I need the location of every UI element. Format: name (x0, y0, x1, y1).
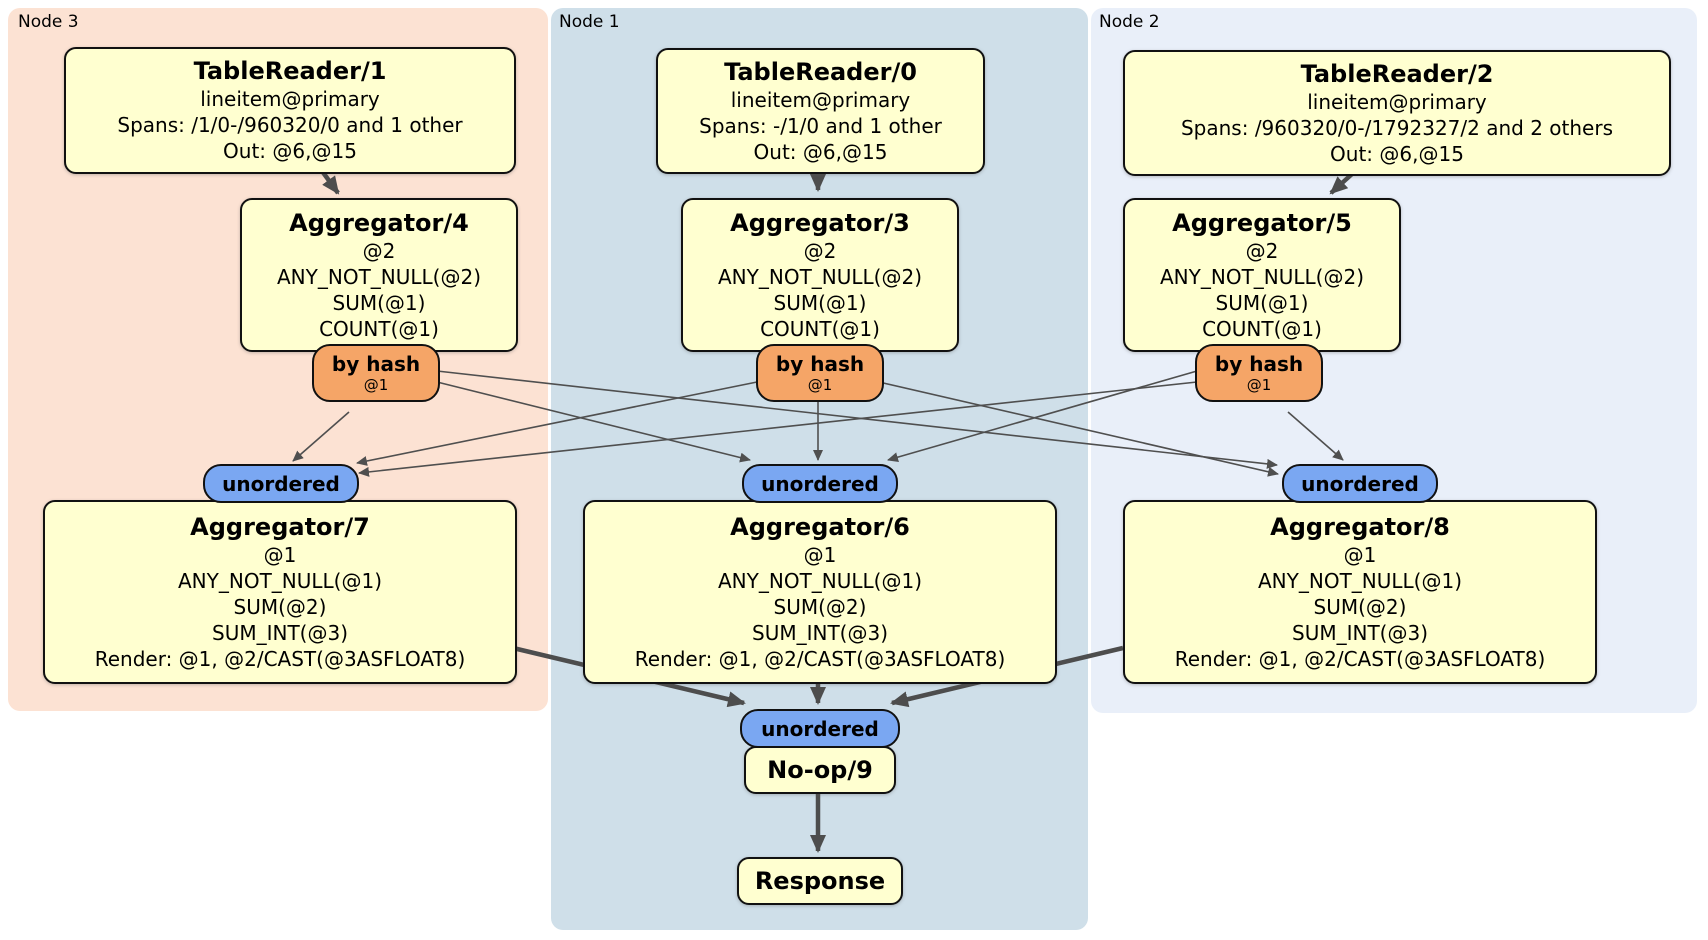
router-label: by hash (775, 352, 865, 376)
agg-group-cols: @1 (1343, 542, 1377, 567)
agg-group-cols: @2 (1245, 238, 1279, 263)
processor-title: Aggregator/6 (730, 512, 910, 541)
agg-fn: SUM_INT(@3) (1292, 620, 1428, 645)
agg-render: Render: @1, @2/CAST(@3ASFLOAT8) (634, 646, 1006, 671)
processor-index: lineitem@primary (1307, 89, 1487, 114)
by-hash-router-5: by hash @1 (1195, 344, 1323, 402)
by-hash-router-3: by hash @1 (756, 344, 884, 402)
processor-title: Aggregator/5 (1172, 208, 1352, 237)
node3-label: Node 3 (18, 12, 79, 32)
unordered-sync-final: unordered (740, 709, 900, 748)
agg-fn: ANY_NOT_NULL(@1) (718, 568, 922, 593)
router-detail: @1 (1246, 376, 1272, 394)
noop-9-box: No-op/9 (744, 746, 896, 794)
processor-title: Aggregator/8 (1270, 512, 1450, 541)
aggregator-8-box: Aggregator/8 @1 ANY_NOT_NULL(@1) SUM(@2)… (1123, 500, 1597, 684)
processor-title: Aggregator/3 (730, 208, 910, 237)
sync-label: unordered (222, 471, 340, 496)
response-box: Response (737, 857, 903, 905)
tablereader-0-box: TableReader/0 lineitem@primary Spans: -/… (656, 48, 985, 174)
processor-out: Out: @6,@15 (1330, 141, 1464, 166)
agg-fn: ANY_NOT_NULL(@2) (718, 264, 922, 289)
router-label: by hash (331, 352, 421, 376)
agg-fn: ANY_NOT_NULL(@1) (178, 568, 382, 593)
aggregator-5-box: Aggregator/5 @2 ANY_NOT_NULL(@2) SUM(@1)… (1123, 198, 1401, 352)
tablereader-1-box: TableReader/1 lineitem@primary Spans: /1… (64, 47, 516, 174)
processor-title: TableReader/0 (724, 57, 917, 86)
aggregator-7-box: Aggregator/7 @1 ANY_NOT_NULL(@1) SUM(@2)… (43, 500, 517, 684)
agg-fn: SUM(@2) (1313, 594, 1407, 619)
unordered-sync-6: unordered (742, 464, 898, 503)
by-hash-router-4: by hash @1 (312, 344, 440, 402)
processor-spans: Spans: /960320/0-/1792327/2 and 2 others (1180, 115, 1613, 140)
agg-fn: SUM_INT(@3) (752, 620, 888, 645)
node1-label: Node 1 (559, 12, 620, 32)
agg-fn: ANY_NOT_NULL(@2) (1160, 264, 1364, 289)
processor-title: No-op/9 (767, 755, 873, 784)
agg-group-cols: @2 (362, 238, 396, 263)
aggregator-6-box: Aggregator/6 @1 ANY_NOT_NULL(@1) SUM(@2)… (583, 500, 1057, 684)
processor-out: Out: @6,@15 (223, 139, 357, 163)
agg-render: Render: @1, @2/CAST(@3ASFLOAT8) (94, 646, 466, 671)
agg-render: Render: @1, @2/CAST(@3ASFLOAT8) (1174, 646, 1546, 671)
tablereader-2-box: TableReader/2 lineitem@primary Spans: /9… (1123, 50, 1671, 176)
processor-out: Out: @6,@15 (753, 139, 888, 164)
agg-fn: COUNT(@1) (760, 316, 880, 341)
agg-fn: SUM_INT(@3) (212, 620, 348, 645)
agg-fn: SUM(@1) (332, 290, 426, 315)
processor-title: TableReader/2 (1300, 59, 1494, 88)
processor-spans: Spans: /1/0-/960320/0 and 1 other (117, 113, 463, 137)
agg-group-cols: @1 (263, 542, 297, 567)
agg-group-cols: @2 (803, 238, 837, 263)
router-detail: @1 (363, 376, 389, 394)
unordered-sync-8: unordered (1282, 464, 1438, 503)
processor-index: lineitem@primary (200, 87, 380, 111)
sync-label: unordered (761, 716, 879, 741)
processor-title: TableReader/1 (193, 57, 387, 85)
agg-fn: ANY_NOT_NULL(@1) (1258, 568, 1462, 593)
aggregator-3-box: Aggregator/3 @2 ANY_NOT_NULL(@2) SUM(@1)… (681, 198, 959, 352)
aggregator-4-box: Aggregator/4 @2 ANY_NOT_NULL(@2) SUM(@1)… (240, 198, 518, 352)
agg-fn: SUM(@1) (773, 290, 867, 315)
agg-fn: SUM(@2) (233, 594, 327, 619)
processor-title: Aggregator/4 (289, 208, 469, 237)
unordered-sync-7: unordered (203, 464, 359, 503)
router-label: by hash (1214, 352, 1304, 376)
node2-label: Node 2 (1099, 12, 1160, 32)
sync-label: unordered (761, 471, 879, 496)
sync-label: unordered (1301, 471, 1419, 496)
processor-title: Aggregator/7 (190, 512, 370, 541)
agg-fn: ANY_NOT_NULL(@2) (277, 264, 481, 289)
agg-fn: SUM(@2) (773, 594, 867, 619)
processor-index: lineitem@primary (730, 87, 911, 112)
agg-group-cols: @1 (803, 542, 837, 567)
agg-fn: COUNT(@1) (319, 316, 439, 341)
router-detail: @1 (807, 376, 833, 394)
agg-fn: COUNT(@1) (1202, 316, 1322, 341)
processor-title: Response (754, 866, 886, 895)
processor-spans: Spans: -/1/0 and 1 other (699, 113, 942, 138)
agg-fn: SUM(@1) (1215, 290, 1309, 315)
